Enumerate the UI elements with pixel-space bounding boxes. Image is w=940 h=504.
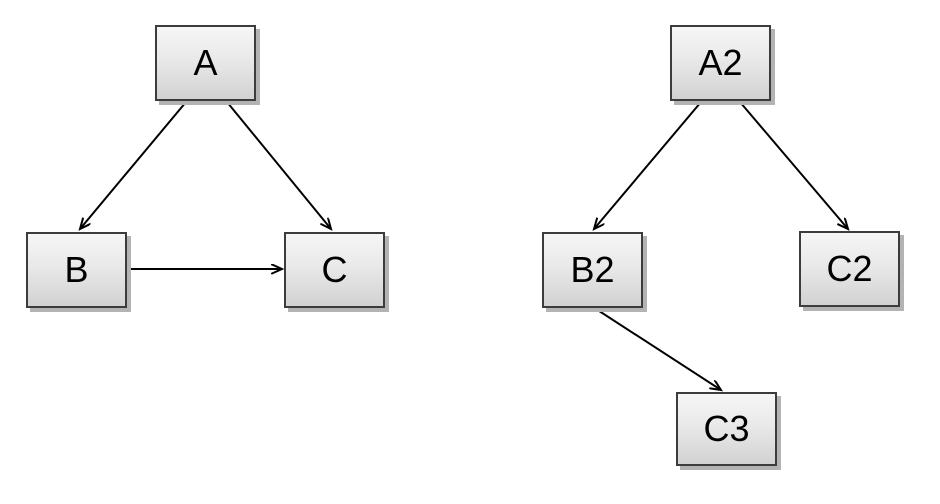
edge-B2-C3: [592, 306, 721, 390]
node-B: B: [26, 232, 127, 308]
node-A: A: [155, 25, 256, 101]
edge-A2-B2: [594, 101, 702, 229]
node-A2: A2: [670, 25, 771, 101]
node-C3: C3: [676, 392, 777, 466]
node-B2: B2: [542, 232, 643, 308]
edge-A-C: [226, 101, 331, 229]
node-C2: C2: [799, 231, 900, 307]
node-C: C: [284, 232, 385, 308]
edge-A-B: [80, 101, 187, 229]
edge-A2-C2: [739, 101, 848, 229]
